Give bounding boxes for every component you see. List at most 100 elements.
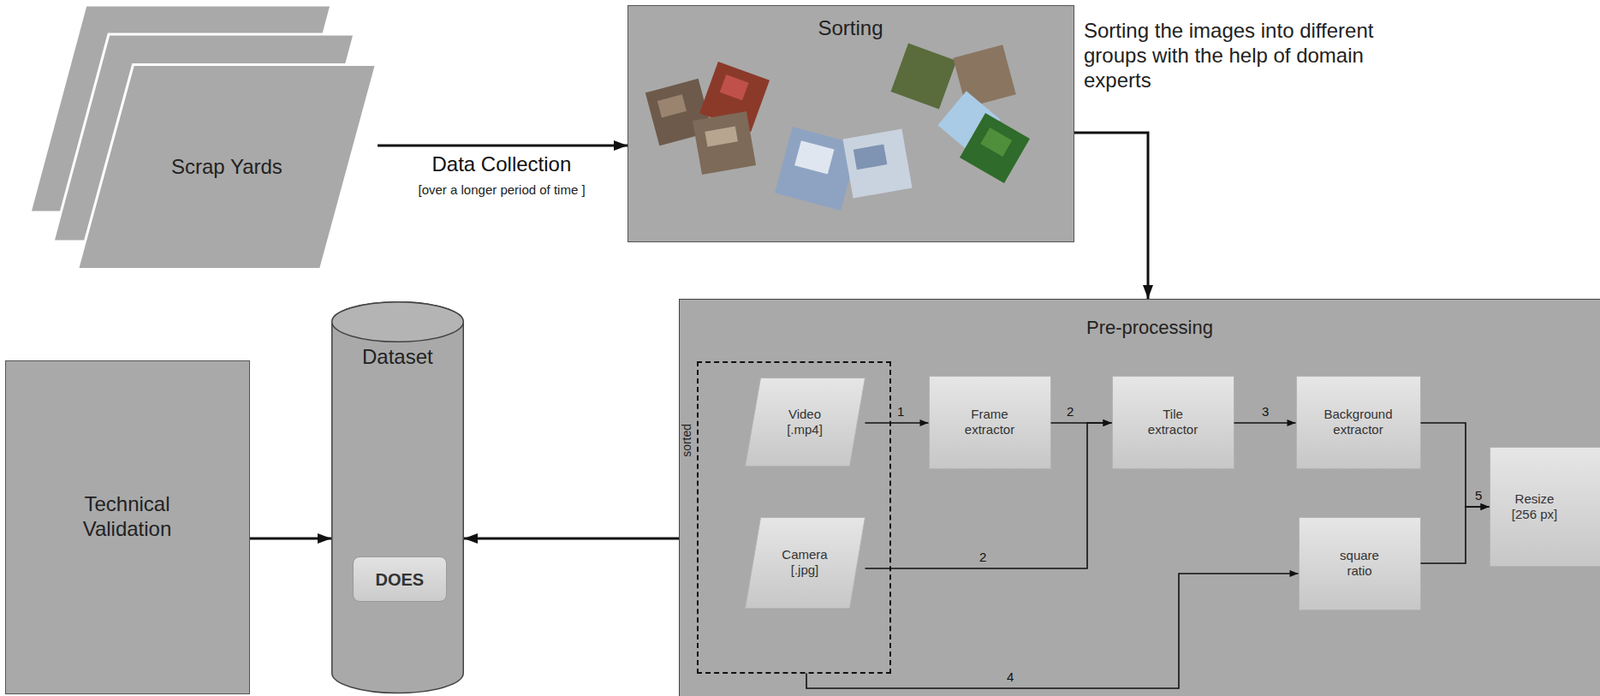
process-box: Resize [256 px] <box>1489 446 1600 567</box>
text-holder: Pre-processing <box>1086 316 1214 340</box>
text-holder: 5 <box>1473 487 1484 504</box>
process-box: square ratio <box>1298 517 1422 611</box>
vegetation-photos <box>891 43 1030 184</box>
text-holder: Video [.mp4] <box>778 406 832 438</box>
edge-label: Data Collection <box>430 152 574 178</box>
text-holder: sorted <box>670 432 704 448</box>
node-label: Tile extractor <box>1138 406 1208 438</box>
edge-label: 4 <box>1005 669 1016 685</box>
photo-detail <box>980 127 1012 157</box>
parallelogram-shape <box>77 65 377 270</box>
process-box: Background extractor <box>1296 375 1422 470</box>
annotation-text: Sorting the images into different groups… <box>1083 18 1431 93</box>
connector <box>1074 132 1148 299</box>
arrow-head <box>1103 419 1113 427</box>
panel-title: Pre-processing <box>1086 316 1214 340</box>
connector <box>1421 422 1490 507</box>
edge-label: 1 <box>895 404 906 420</box>
text-holder: 2 <box>1064 404 1076 420</box>
node-label: Background extractor <box>1317 406 1400 438</box>
connector <box>377 144 628 148</box>
edge-label: 3 <box>1260 404 1271 420</box>
node-label: Scrap Yards <box>171 154 283 180</box>
input-parallelogram: Video [.mp4] <box>744 377 866 467</box>
process-box: Frame extractor <box>928 375 1052 470</box>
photo-detail <box>657 94 687 118</box>
edge-label: 2 <box>1064 404 1076 420</box>
connector <box>865 422 1113 569</box>
arrow-head <box>1290 570 1299 577</box>
photo-detail <box>853 143 888 170</box>
connector <box>806 573 1299 689</box>
arrow-head <box>1481 503 1490 511</box>
text-holder: Sorting <box>818 16 884 42</box>
connector <box>1421 506 1490 564</box>
text-holder: [over a longer period of time ] <box>418 182 586 198</box>
arrow-head <box>1142 285 1154 299</box>
text-holder: square ratio <box>1333 547 1386 579</box>
edge-label: 5 <box>1473 487 1484 504</box>
node-label: Video [.mp4] <box>778 406 832 438</box>
text-holder: Tile extractor <box>1138 406 1208 438</box>
dashed-group: sortedVideo [.mp4]Camera [.jpg] <box>696 361 892 674</box>
photo-scrap <box>692 111 756 175</box>
photo-plant <box>891 43 958 110</box>
cylinder-body <box>332 302 464 694</box>
photo-detail <box>704 125 738 147</box>
text-holder: Data Collection <box>430 152 574 178</box>
node-label: Resize [256 px] <box>1504 491 1566 523</box>
connector <box>463 537 679 541</box>
parallelogram-shape <box>744 517 865 608</box>
photo-metal <box>842 128 912 198</box>
arrow-head <box>1103 419 1113 427</box>
database-cylinder: DatasetDOES <box>331 301 464 695</box>
connector <box>1234 422 1297 424</box>
group-label: sorted <box>679 423 695 458</box>
connector <box>865 422 929 424</box>
connector-layer <box>249 132 1490 689</box>
arrow-head <box>1287 419 1297 427</box>
arrow-head <box>463 533 478 544</box>
text-holder: Camera [.jpg] <box>778 547 832 578</box>
process-box: Tile extractor <box>1112 375 1235 470</box>
stage-panel: Technical Validation <box>5 360 250 695</box>
photo-tree <box>959 113 1030 184</box>
parallelogram-shape <box>744 377 865 466</box>
stage-panel: Pre-processing sorted Video [.mp4] Camera [… <box>678 298 1600 696</box>
scrap-photos <box>645 61 770 175</box>
text-holder: Technical Validation <box>63 492 192 542</box>
cylinder-top <box>332 302 464 343</box>
arrow-head <box>613 140 628 151</box>
text-holder: Sorting the images into different groups… <box>1083 18 1431 93</box>
text-holder: Resize [256 px] <box>1504 491 1566 523</box>
node-label: DOES <box>375 569 425 590</box>
input-parallelogram: Camera [.jpg] <box>744 517 866 609</box>
text-holder: Background extractor <box>1317 406 1400 438</box>
node-label: square ratio <box>1333 547 1386 579</box>
arrow-head <box>1481 503 1490 511</box>
panel-title: Sorting <box>818 16 884 42</box>
text-holder: Dataset <box>362 344 434 370</box>
arrow-head <box>920 419 929 427</box>
aluminium-photos <box>774 126 913 211</box>
node-label: Technical Validation <box>63 492 192 542</box>
text-holder: Scrap Yards <box>171 154 283 180</box>
source-parallelogram: Scrap Yards <box>76 63 378 271</box>
text-holder: 3 <box>1260 404 1271 420</box>
text-holder: 2 <box>977 549 988 566</box>
node-label: Dataset <box>362 344 434 370</box>
dataset-name-box: DOES <box>352 556 447 602</box>
edge-note: [over a longer period of time ] <box>418 182 586 198</box>
text-holder: 1 <box>895 404 906 420</box>
text-holder: 4 <box>1005 669 1016 685</box>
text-holder: Frame extractor <box>955 406 1024 438</box>
node-label: Camera [.jpg] <box>778 547 832 578</box>
node-label: Frame extractor <box>955 406 1024 438</box>
edge-label: 2 <box>977 549 988 566</box>
photo-detail <box>794 140 834 174</box>
text-holder: DOES <box>375 569 425 590</box>
